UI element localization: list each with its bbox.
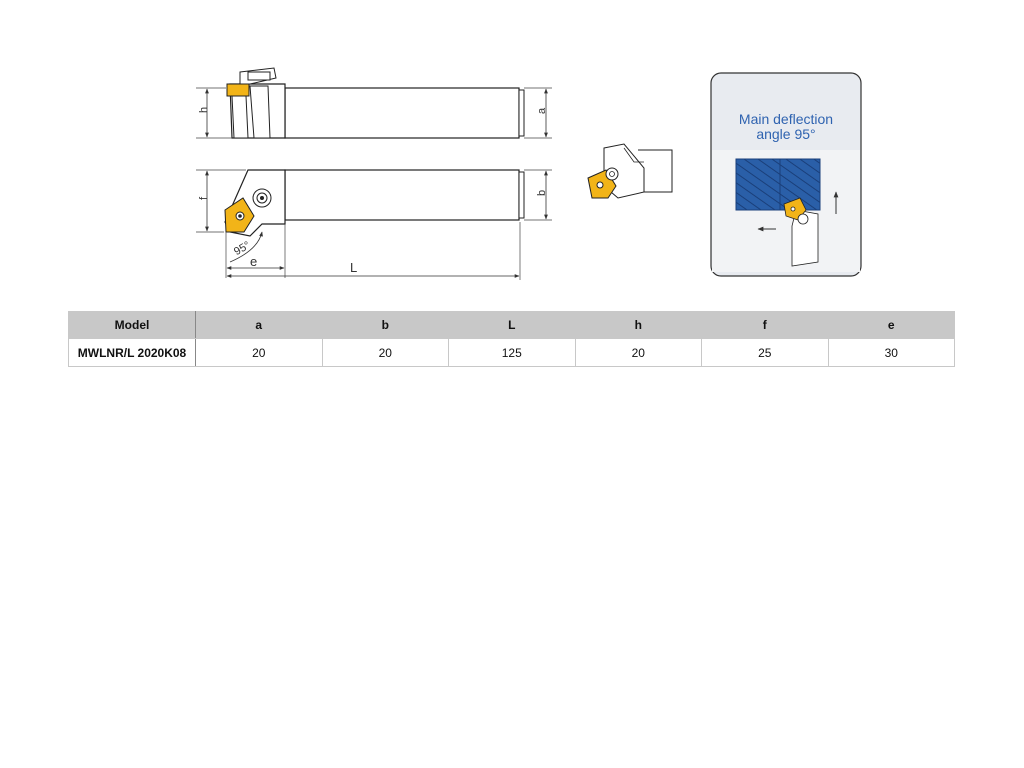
cell-model: MWLNR/L 2020K08	[68, 338, 196, 367]
column-header-h: h	[574, 311, 702, 339]
dim-e-label: e	[250, 254, 257, 269]
column-header-a: a	[195, 311, 323, 339]
callout-line1: Main deflection	[739, 111, 833, 127]
column-header-L: L	[448, 311, 576, 339]
column-header-f: f	[701, 311, 829, 339]
column-header-e: e	[827, 311, 955, 339]
column-header-model: Model	[68, 311, 196, 339]
column-header-b: b	[321, 311, 449, 339]
cell-b: 20	[321, 338, 449, 367]
cell-h: 20	[574, 338, 702, 367]
cell-e: 30	[827, 338, 955, 367]
spec-table: Model a b L h f e MWLNR/L 2020K08 20 20 …	[68, 311, 955, 367]
cell-a: 20	[195, 338, 323, 367]
top-view: f b 95° e L	[196, 169, 552, 280]
iso-view	[587, 143, 673, 199]
cell-f: 25	[701, 338, 829, 367]
tool-holder-drawing: h a f b 95° e	[196, 67, 862, 280]
table-header-row: Model a b L h f e	[68, 311, 955, 339]
table-row: MWLNR/L 2020K08 20 20 125 20 25 30	[68, 338, 955, 367]
callout-line2: angle 95°	[756, 126, 815, 142]
deflection-callout: Main deflection angle 95°	[710, 72, 862, 277]
dim-f-label: f	[198, 196, 210, 200]
cell-L: 125	[448, 338, 576, 367]
dim-a-label: a	[536, 107, 548, 114]
dim-L-label: L	[350, 260, 357, 275]
dim-b-label: b	[536, 190, 548, 196]
dim-h-label: h	[198, 107, 210, 113]
side-view: h a	[196, 67, 552, 139]
